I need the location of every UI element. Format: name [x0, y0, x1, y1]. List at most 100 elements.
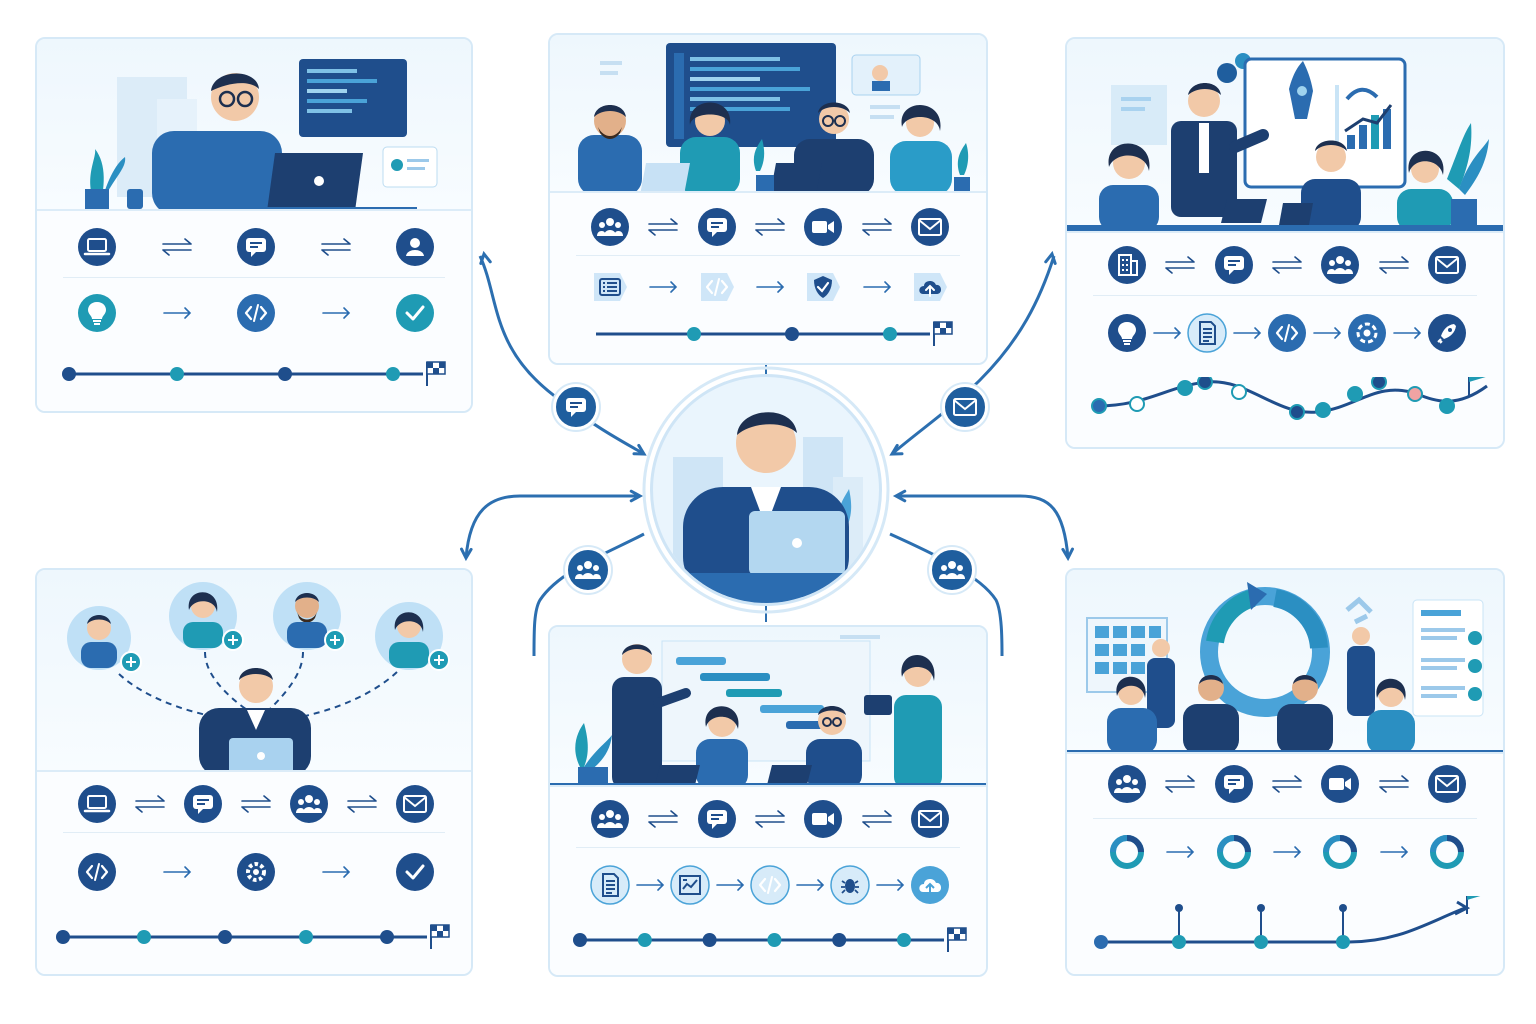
code-step-icon — [77, 852, 117, 892]
mail-channel-icon — [395, 784, 435, 824]
mail-channel-icon — [910, 207, 950, 247]
next-step-arrow-icon — [1160, 832, 1200, 872]
code-step-icon — [236, 293, 276, 333]
process-card — [550, 191, 986, 363]
bidirectional-arrow-icon — [1374, 245, 1414, 285]
check-step-icon — [395, 293, 435, 333]
code-step-icon — [1267, 313, 1307, 353]
bidirectional-arrow-icon — [750, 207, 790, 247]
mail-badge — [942, 384, 988, 430]
next-step-arrow-icon — [710, 865, 750, 905]
bidirectional-arrow-icon — [857, 207, 897, 247]
chat-channel-icon — [183, 784, 223, 824]
bidirectional-arrow-icon — [1160, 764, 1200, 804]
list-step-icon — [590, 267, 630, 307]
process-card — [1067, 752, 1503, 974]
bidirectional-arrow-icon — [130, 784, 170, 824]
mail-channel-icon — [1427, 245, 1467, 285]
next-step-arrow-icon — [630, 865, 670, 905]
process-card — [550, 785, 986, 975]
next-step-arrow-icon — [1374, 832, 1414, 872]
communication-row — [1067, 243, 1503, 287]
panel-team-collaboration — [548, 33, 988, 365]
bidirectional-arrow-icon — [1267, 764, 1307, 804]
scene-team-meeting — [550, 35, 986, 197]
workflow-row — [37, 291, 471, 335]
panel-project-planning — [548, 625, 988, 977]
cycle-step-icon — [1214, 832, 1254, 872]
team-badge-left — [565, 547, 611, 593]
central-manager-avatar — [650, 374, 882, 606]
next-step-arrow-icon — [1387, 313, 1427, 353]
gear-step-icon — [236, 852, 276, 892]
next-step-arrow-icon — [790, 865, 830, 905]
cycle-step-icon — [1107, 832, 1147, 872]
bidirectional-arrow-icon — [342, 784, 382, 824]
video-channel-icon — [803, 207, 843, 247]
finish-flag-icon — [430, 924, 450, 949]
bidirectional-arrow-icon — [236, 784, 276, 824]
team-badge-right — [929, 547, 975, 593]
progress-timeline — [59, 359, 459, 389]
code-step-icon — [697, 267, 737, 307]
lightbulb-step-icon — [77, 293, 117, 333]
lightbulb-step-icon — [1107, 313, 1147, 353]
scene-developer-at-laptop — [37, 39, 471, 215]
building-channel-icon — [1107, 245, 1147, 285]
bidirectional-arrow-icon — [157, 227, 197, 267]
video-channel-icon — [1320, 764, 1360, 804]
next-step-arrow-icon — [857, 267, 897, 307]
team-channel-icon — [289, 784, 329, 824]
next-step-arrow-icon — [316, 293, 356, 333]
gear-cycle-step-icon — [1347, 313, 1387, 353]
finish-flag-icon — [426, 361, 446, 386]
laptop-channel-icon — [77, 227, 117, 267]
finish-flag-icon — [933, 321, 953, 346]
chat-channel-icon — [697, 799, 737, 839]
workflow-row — [550, 863, 986, 907]
progress-timeline — [1089, 896, 1499, 956]
scene-remote-team-members — [37, 570, 471, 776]
check-step-icon — [395, 852, 435, 892]
scene-planning-board — [550, 627, 986, 791]
scene-presenting-roadmap — [1067, 39, 1503, 235]
user-channel-icon — [395, 227, 435, 267]
chat-badge — [553, 384, 599, 430]
panel-remote-team — [35, 568, 473, 976]
bidirectional-arrow-icon — [316, 227, 356, 267]
cloud-upload-step-icon — [910, 267, 950, 307]
next-step-arrow-icon — [750, 267, 790, 307]
chat-channel-icon — [1214, 764, 1254, 804]
chat-channel-icon — [236, 227, 276, 267]
team-channel-icon — [590, 207, 630, 247]
communication-row — [1067, 762, 1503, 806]
shield-check-step-icon — [803, 267, 843, 307]
cycle-step-icon — [1427, 832, 1467, 872]
finish-flag-icon — [947, 927, 967, 952]
next-step-arrow-icon — [1267, 832, 1307, 872]
video-channel-icon — [803, 799, 843, 839]
next-step-arrow-icon — [157, 852, 197, 892]
communication-row — [550, 205, 986, 249]
cloud-upload-step-icon — [910, 865, 950, 905]
workflow-row — [550, 265, 986, 309]
team-channel-icon — [1107, 764, 1147, 804]
next-step-arrow-icon — [1227, 313, 1267, 353]
bidirectional-arrow-icon — [643, 207, 683, 247]
rocket-step-icon — [1427, 313, 1467, 353]
team-channel-icon — [590, 799, 630, 839]
panel-agile-iterations — [1065, 568, 1505, 976]
next-step-arrow-icon — [1307, 313, 1347, 353]
cycle-step-icon — [1320, 832, 1360, 872]
bidirectional-arrow-icon — [1160, 245, 1200, 285]
workflow-row — [1067, 830, 1503, 874]
scene-agile-cycle — [1067, 570, 1503, 758]
panel-solo-developer — [35, 37, 473, 413]
bidirectional-arrow-icon — [857, 799, 897, 839]
board-step-icon — [670, 865, 710, 905]
process-card — [37, 770, 471, 974]
panel-presentation — [1065, 37, 1505, 449]
document-step-icon — [590, 865, 630, 905]
progress-timeline — [53, 922, 463, 952]
progress-timeline — [570, 925, 980, 955]
